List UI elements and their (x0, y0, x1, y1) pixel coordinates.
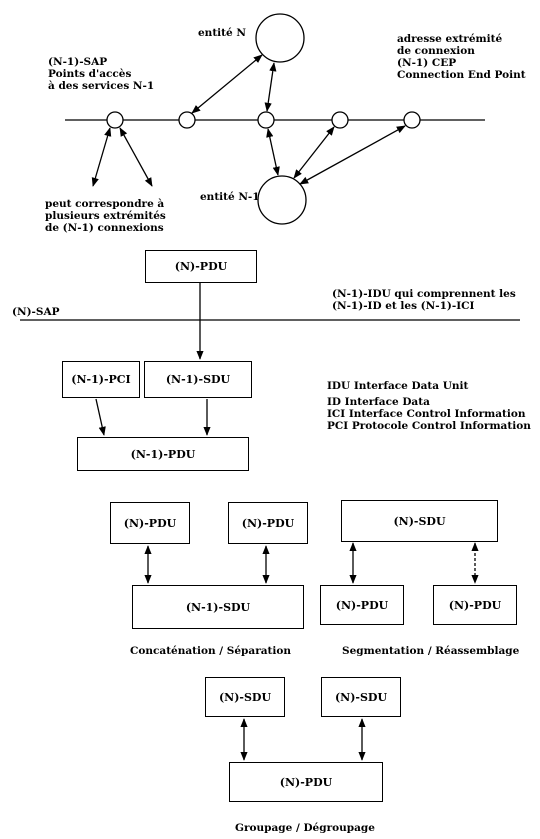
n1-pci-box: (N-1)-PCI (62, 361, 140, 398)
group-sdu-1: (N)-SDU (205, 677, 285, 717)
entity-n1-circle (257, 175, 307, 225)
group-sdu-2: (N)-SDU (321, 677, 401, 717)
arrow-n-cep2 (264, 62, 277, 112)
cep-circle-2 (257, 111, 275, 129)
idu-description: (N-1)-IDU qui comprennent les (N-1)-ID e… (332, 288, 516, 312)
concat-caption: Concaténation / Séparation (130, 645, 292, 657)
group-pdu-box: (N)-PDU (229, 762, 383, 802)
sap-line-1: (N-1)-SAP (48, 56, 108, 68)
concat-sdu-box: (N-1)-SDU (132, 585, 304, 629)
segment-caption: Segmentation / Réassemblage (342, 645, 520, 657)
arrow-sap-right (119, 127, 153, 187)
cep-line-1: adresse extrémité (397, 33, 503, 45)
sap-circle (106, 111, 124, 129)
legend-line-3: ICI Interface Control Information (327, 408, 526, 420)
legend-line-1: IDU Interface Data Unit (327, 380, 469, 392)
cep-line-2: de connexion (397, 45, 475, 57)
cep-circle-4 (403, 111, 421, 129)
segment-pdu-2: (N)-PDU (433, 585, 517, 625)
n-sap-label: (N)-SAP (12, 306, 60, 318)
entity-n-label: entité N (198, 27, 246, 39)
legend-line-2: ID Interface Data (327, 396, 430, 408)
cep-line-3: (N-1) CEP (397, 57, 457, 69)
segment-sdu-box: (N)-SDU (341, 500, 498, 542)
group-caption: Groupage / Dégroupage (235, 822, 375, 834)
idu-line-1: (N-1)-IDU qui comprennent les (332, 288, 516, 300)
peut-description: peut correspondre à plusieurs extrémités… (45, 198, 166, 234)
entity-n1-label: entité N-1 (200, 191, 260, 203)
entity-n-circle (255, 13, 305, 63)
arrow-sap-left (91, 127, 112, 187)
arrow-cep4-n1 (299, 125, 406, 185)
idu-line-2: (N-1)-ID et les (N-1)-ICI (332, 300, 475, 312)
arrow-pci-pdu (95, 398, 106, 436)
cep-description: adresse extrémité de connexion (N-1) CEP… (397, 33, 526, 81)
arrow-cep2-n1 (266, 128, 280, 176)
concat-pdu-2: (N)-PDU (228, 502, 308, 544)
cep-circle-1 (178, 111, 196, 129)
legend: IDU Interface Data Unit ID Interface Dat… (327, 380, 531, 432)
peut-line-1: peut correspondre à (45, 198, 165, 210)
segment-pdu-1: (N)-PDU (320, 585, 404, 625)
legend-line-4: PCI Protocole Control Information (327, 420, 531, 432)
cep-line-4: Connection End Point (397, 69, 526, 81)
concat-pdu-1: (N)-PDU (110, 502, 190, 544)
n-pdu-box: (N)-PDU (145, 250, 257, 283)
sap-line-2: Points d'accès (48, 68, 132, 80)
peut-line-3: de (N-1) connexions (45, 222, 164, 234)
n1-sdu-box: (N-1)-SDU (144, 361, 252, 398)
cep-circle-3 (331, 111, 349, 129)
sap-description: (N-1)-SAP Points d'accès à des services … (48, 56, 154, 92)
n1-pdu-box: (N-1)-PDU (77, 437, 249, 471)
peut-line-2: plusieurs extrémités (45, 210, 166, 222)
sap-line-3: à des services N-1 (48, 80, 155, 92)
arrow-cep3-n1 (293, 126, 335, 179)
arrow-n-cep1 (191, 54, 263, 114)
